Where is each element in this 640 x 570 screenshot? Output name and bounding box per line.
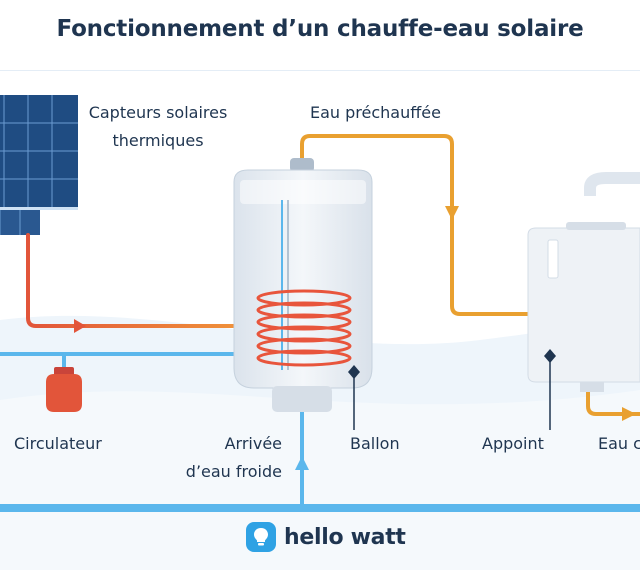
- hello-watt-logo: hello watt: [246, 520, 406, 554]
- label-arrivee-line2: d’eau froide: [185, 462, 282, 481]
- lightbulb-icon: [246, 522, 276, 552]
- circulator-pump-icon: [46, 367, 82, 412]
- background-wave-light: [0, 390, 640, 570]
- ballon-pointer: [348, 365, 360, 430]
- label-capteurs-line1: Capteurs solaires: [88, 103, 228, 122]
- label-capteurs-line2: thermiques: [112, 131, 204, 150]
- header: Fonctionnement d’un chauffe-eau solaire: [0, 0, 640, 71]
- hot-outlet-arrow: [622, 407, 636, 421]
- label-appoint: Appoint: [482, 434, 544, 453]
- solar-water-heater-diagram: [0, 95, 640, 570]
- label-circulateur: Circulateur: [14, 434, 102, 453]
- label-capteurs: Capteurs solaires thermiques: [78, 99, 238, 155]
- appoint-heater-icon: [527, 172, 640, 392]
- solar-panel-icon: [0, 95, 78, 235]
- label-eau-chaude: Eau c: [598, 434, 640, 453]
- logo-text: hello watt: [284, 524, 406, 550]
- preheated-flow-arrow: [445, 206, 459, 220]
- label-arrivee: Arrivée d’eau froide: [160, 430, 282, 486]
- page-title: Fonctionnement d’un chauffe-eau solaire: [56, 16, 584, 42]
- appoint-pointer: [544, 349, 556, 430]
- hot-pipe: [26, 233, 242, 328]
- label-eau-prechauffee: Eau préchauffée: [310, 103, 441, 122]
- hot-water-outlet-pipe: [586, 392, 640, 416]
- cold-flow-arrow: [295, 456, 309, 470]
- hot-flow-arrow: [74, 319, 86, 333]
- preheated-pipe: [300, 134, 540, 316]
- label-ballon: Ballon: [350, 434, 400, 453]
- label-arrivee-line1: Arrivée: [224, 434, 282, 453]
- heating-coil-icon: [256, 289, 352, 367]
- cold-water-main: [0, 504, 640, 512]
